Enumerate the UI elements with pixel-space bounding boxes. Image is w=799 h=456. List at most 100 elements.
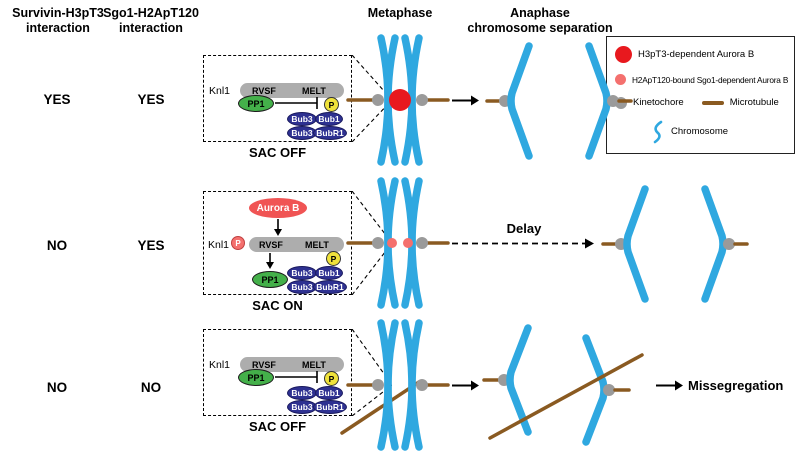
phospho-circle: P xyxy=(324,371,339,386)
header-survivin-line2: interaction xyxy=(26,21,90,35)
knl1-label: Knl1 xyxy=(209,359,231,371)
row2-sac-status: SAC ON xyxy=(252,298,303,313)
bubr1-ellipse: BubR1 xyxy=(313,126,347,140)
rvsf-motif: RVSF xyxy=(252,86,276,96)
chromatid xyxy=(384,319,399,451)
knl1-label: Knl1 xyxy=(208,239,230,251)
bub3-ellipse: Bub3 xyxy=(287,386,317,400)
row3-missegregation-arrow xyxy=(656,380,683,391)
row2-anaphase-graphic xyxy=(601,185,749,303)
kinetochore xyxy=(416,94,428,106)
row3-inhibition-lines xyxy=(275,371,318,383)
bub3-ellipse: Bub3 xyxy=(287,112,317,126)
sgo1-aurora-b-dot xyxy=(387,238,397,248)
melt-motif: MELT xyxy=(305,240,329,250)
bub1-ellipse: Bub1 xyxy=(315,386,343,400)
legend-label: Chromosome xyxy=(671,126,729,138)
kinetochore xyxy=(607,95,619,107)
row3-sgo1-value: NO xyxy=(140,380,162,395)
header-anaphase: Anaphase chromosome separation xyxy=(452,6,628,36)
bub3-ellipse: Bub3 xyxy=(287,266,317,280)
header-survivin-line1: Survivin-H3pT3 xyxy=(12,6,104,20)
row2-callout-lines xyxy=(352,191,392,295)
legend-label: Kinetochore xyxy=(633,97,684,109)
microtubule-icon xyxy=(701,100,724,105)
row2-delay-label: Delay xyxy=(506,221,542,236)
header-anaphase-line1: Anaphase xyxy=(510,6,570,20)
bub1-ellipse: Bub1 xyxy=(315,112,343,126)
chromosome xyxy=(701,185,727,303)
rvsf-motif: RVSF xyxy=(259,240,283,250)
header-sgo1-h2apt120: Sgo1-H2ApT120 interaction xyxy=(96,6,206,36)
aurora-b-ellipse: Aurora B xyxy=(249,198,307,218)
bubr1-ellipse: BubR1 xyxy=(313,280,347,294)
chromosome-icon xyxy=(653,120,663,144)
row3-sac-status: SAC OFF xyxy=(248,419,307,434)
header-sgo1-line1: Sgo1-H2ApT120 xyxy=(103,6,199,20)
header-sgo1-line2: interaction xyxy=(119,21,183,35)
row2-delay-arrow xyxy=(452,238,594,249)
knl1-label: Knl1 xyxy=(209,85,231,97)
row1-anaphase-arrow xyxy=(452,95,479,106)
legend-item-kinetochore-microtubule: Kinetochore Microtubule xyxy=(615,96,786,109)
merotelic-microtubule xyxy=(340,380,421,435)
h3pt3-aurora-b-dot xyxy=(389,89,411,111)
melt-motif: MELT xyxy=(302,360,326,370)
h3pt3-aurora-icon xyxy=(615,46,632,63)
row3-knl1-diagram: Knl1 RVSF MELT PP1 P Bub3 Bub1 Bub3 BubR… xyxy=(203,329,352,416)
legend-label: H3pT3-dependent Aurora B xyxy=(638,49,755,60)
row2-sgo1-value: YES xyxy=(137,238,165,253)
kinetochore xyxy=(372,379,384,391)
row3-anaphase-graphic xyxy=(482,324,644,446)
chromosome xyxy=(582,334,608,446)
legend-item-sgo1-aurora: H2ApT120-bound Sgo1-dependent Aurora B xyxy=(615,74,789,86)
chromatid xyxy=(384,34,399,166)
legend-label: H2ApT120-bound Sgo1-dependent Aurora B xyxy=(632,74,789,85)
row3-metaphase-graphic xyxy=(340,319,450,451)
sgo1-aurora-b-dot xyxy=(403,238,413,248)
header-anaphase-line2: chromosome separation xyxy=(467,21,613,35)
bub1-ellipse: Bub1 xyxy=(315,266,343,280)
sgo1-aurora-icon xyxy=(615,74,626,86)
kinetochore xyxy=(416,237,428,249)
legend-label: Microtubule xyxy=(729,97,779,109)
row3-missegregation-label: Missegregation xyxy=(688,378,784,393)
row1-inhibition-lines xyxy=(275,97,318,109)
legend-item-h3pt3-aurora: H3pT3-dependent Aurora B xyxy=(615,46,786,63)
chromosome xyxy=(623,185,649,303)
row1-sac-status: SAC OFF xyxy=(248,145,307,160)
row2-survivin-value: NO xyxy=(46,238,68,253)
row1-knl1-diagram: Knl1 RVSF MELT PP1 P Bub3 Bub1 Bub3 BubR… xyxy=(203,55,352,142)
row1-anaphase-graphic xyxy=(485,42,633,160)
header-metaphase: Metaphase xyxy=(367,6,433,20)
bub3-ellipse: Bub3 xyxy=(287,126,317,140)
bubr1-ellipse: BubR1 xyxy=(313,400,347,414)
rvsf-phospho-circle: P xyxy=(231,236,245,250)
pp1-ellipse: PP1 xyxy=(252,271,288,288)
phospho-circle: P xyxy=(326,251,341,266)
chromosome xyxy=(506,324,532,436)
row1-metaphase-graphic xyxy=(346,34,450,166)
chromatid xyxy=(408,319,423,451)
row2-diagram-arrows xyxy=(266,219,282,269)
chromosome xyxy=(585,42,611,160)
melt-motif: MELT xyxy=(302,86,326,96)
kinetochore xyxy=(603,384,615,396)
rvsf-motif: RVSF xyxy=(252,360,276,370)
merotelic-microtubule xyxy=(488,353,644,440)
legend-item-chromosome: Chromosome xyxy=(649,120,786,144)
pp1-ellipse: PP1 xyxy=(238,369,274,386)
row2-metaphase-graphic xyxy=(346,177,450,309)
kinetochore xyxy=(723,238,735,250)
kinetochore xyxy=(372,237,384,249)
chromosome xyxy=(507,42,533,160)
knl1-bar xyxy=(240,83,344,98)
header-survivin-h3pt3: Survivin-H3pT3 interaction xyxy=(4,6,112,36)
row2-knl1-diagram: Aurora B Knl1 P RVSF MELT P PP1 Bub3 Bub… xyxy=(203,191,352,295)
phospho-circle: P xyxy=(324,97,339,112)
kinetochore xyxy=(372,94,384,106)
row3-anaphase-arrow xyxy=(452,380,479,391)
row1-survivin-value: YES xyxy=(43,92,71,107)
row3-survivin-value: NO xyxy=(46,380,68,395)
